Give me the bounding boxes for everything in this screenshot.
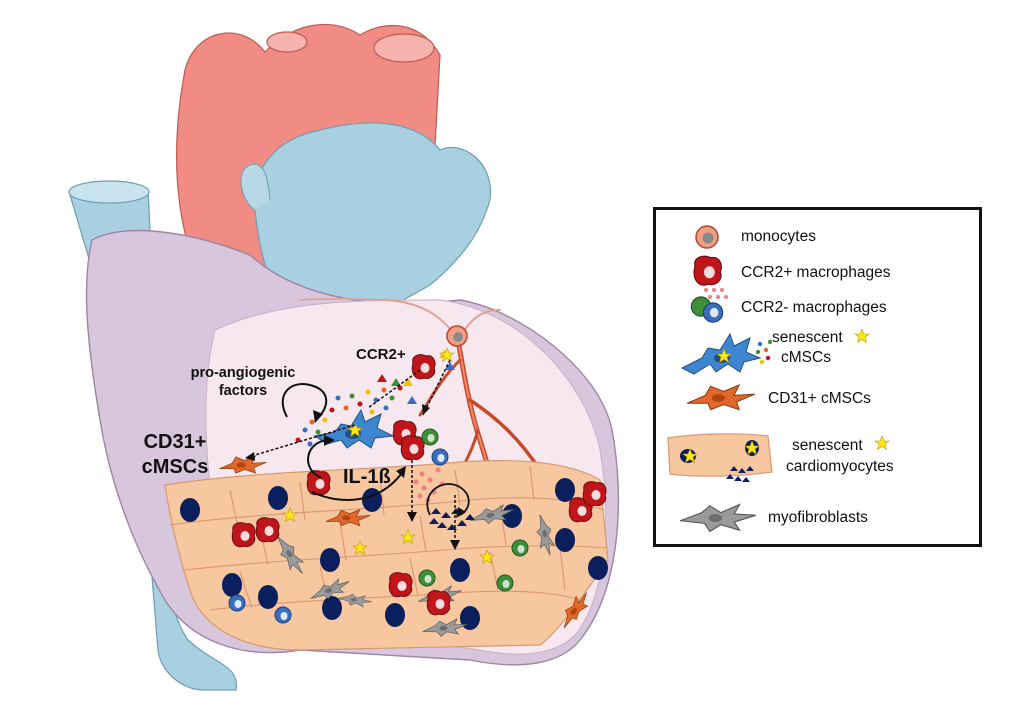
legend-label-ccr2-minus: CCR2- macrophages xyxy=(741,299,887,316)
legend-label-cd31: CD31+ cMSCs xyxy=(768,390,871,407)
ccr2-minus-macrophage-icon xyxy=(690,296,724,323)
pink-factor-icon xyxy=(704,288,728,299)
pro-angiogenic-label-2: factors xyxy=(219,383,267,399)
cd31-cmsc-icon xyxy=(686,384,756,411)
legend-label-cmscs: cMSCs xyxy=(781,349,831,366)
legend-star-icon xyxy=(854,328,870,343)
monocyte-icon xyxy=(695,225,719,249)
myofibroblast-icon xyxy=(679,503,757,533)
senescent-cmsc-center xyxy=(313,408,395,449)
pink-factor-dots xyxy=(413,467,445,503)
legend-label-myofibroblasts: myofibroblasts xyxy=(768,509,868,526)
legend: monocytes CCR2+ macrophages CCR2- macrop… xyxy=(653,207,982,547)
cd31-cmscs-label-1: CD31+ xyxy=(144,431,207,453)
arrows xyxy=(244,359,470,550)
legend-label-monocytes: monocytes xyxy=(741,228,816,245)
legend-label-senescent-2: senescent xyxy=(792,437,863,454)
monocyte-in-artery xyxy=(446,325,468,347)
ccr2-plus-label: CCR2+ xyxy=(356,346,406,363)
cd31-cmscs-label-2: cMSCs xyxy=(142,456,209,478)
ccr2-plus-macrophage-icon xyxy=(693,255,723,286)
legend-label-cardiomyocytes: cardiomyocytes xyxy=(786,458,894,475)
senescent-cmsc-icon xyxy=(680,332,773,375)
pro-angiogenic-label-1: pro-angiogenic xyxy=(191,365,296,381)
aorta-opening xyxy=(373,33,435,63)
legend-label-ccr2-plus: CCR2+ macrophages xyxy=(741,264,891,281)
vena-cava-opening xyxy=(68,180,150,204)
legend-star-icon-2 xyxy=(874,435,890,450)
legend-label-senescent: senescent xyxy=(772,329,843,346)
senescent-cardiomyocyte-icon xyxy=(667,433,773,482)
il1b-label: IL-1ß xyxy=(343,466,391,488)
